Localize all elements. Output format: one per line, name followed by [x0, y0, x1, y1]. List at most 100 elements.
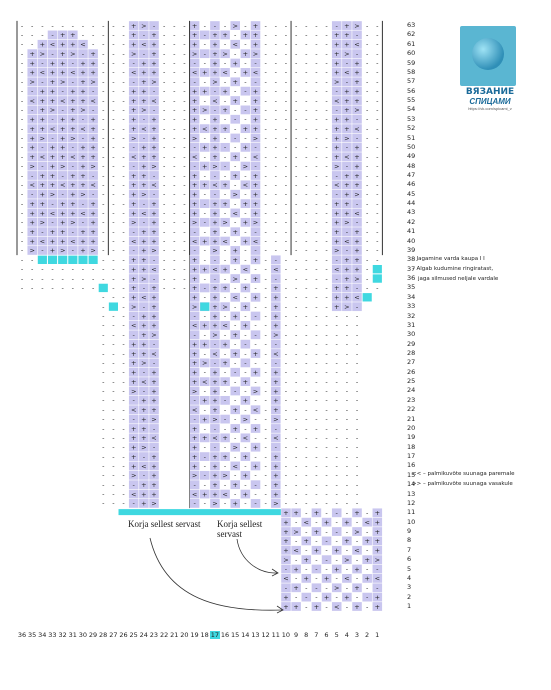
stitch-cell: [301, 592, 312, 602]
stitch-symbol: -: [163, 78, 166, 86]
stitch-symbol: -: [295, 340, 298, 348]
stitch-cell: [301, 555, 312, 565]
stitch-symbol: -: [122, 162, 125, 170]
stitch-cell: [352, 564, 362, 574]
stitch-symbol: -: [254, 322, 257, 330]
stitch-cell: [189, 292, 200, 302]
stitch-cell: [230, 114, 240, 124]
stitch-symbol: +: [141, 415, 146, 423]
stitch-symbol: -: [234, 378, 237, 386]
stitch-symbol: <: [40, 153, 45, 161]
stitch-symbol: -: [295, 472, 298, 480]
column-number: 20: [180, 631, 189, 639]
stitch-symbol: -: [254, 78, 257, 86]
stitch-symbol: +: [232, 331, 237, 339]
stitch-symbol: -: [305, 444, 308, 452]
pick-up-edge-mid: [220, 509, 281, 516]
stitch-cell: [250, 152, 261, 162]
stitch-cell: [27, 227, 37, 237]
stitch-cell: [240, 180, 251, 190]
stitch-cell: [47, 58, 58, 68]
stitch-symbol: -: [295, 575, 298, 583]
stitch-cell: [68, 236, 78, 246]
stitch-symbol: -: [356, 481, 359, 489]
stitch-symbol: <: [151, 97, 156, 105]
stitch-symbol: -: [244, 191, 247, 199]
stitch-symbol: +: [364, 537, 369, 545]
stitch-symbol: >: [80, 191, 85, 199]
stitch-cell: [352, 49, 362, 59]
row-number: 34: [407, 292, 416, 301]
stitch-symbol: -: [102, 209, 105, 217]
stitch-symbol: <: [344, 69, 349, 77]
row-number: 22: [407, 405, 416, 414]
stitch-cell: [27, 68, 37, 77]
stitch-cell: [271, 480, 281, 490]
row-number: 63: [407, 21, 416, 30]
stitch-symbol: +: [131, 106, 136, 114]
stitch-symbol: +: [90, 125, 95, 133]
stitch-cell: [281, 564, 291, 574]
stitch-cell: [240, 105, 251, 115]
stitch-cell: [210, 255, 220, 265]
stitch-symbol: -: [366, 22, 369, 30]
stitch-symbol: -: [193, 481, 196, 489]
stitch-symbol: >: [344, 50, 349, 58]
stitch-symbol: +: [344, 593, 349, 601]
stitch-symbol: -: [315, 472, 318, 480]
stitch-cell: [250, 180, 261, 190]
stitch-symbol: -: [244, 78, 247, 86]
stitch-symbol: -: [204, 294, 207, 302]
stitch-cell: [200, 433, 210, 443]
stitch-symbol: -: [305, 425, 308, 433]
stitch-cell: [210, 180, 220, 190]
stitch-symbol: +: [60, 237, 65, 245]
stitch-symbol: -: [183, 209, 186, 217]
stitch-symbol: -: [92, 172, 95, 180]
stitch-symbol: +: [151, 228, 156, 236]
stitch-symbol: +: [354, 97, 359, 105]
stitch-symbol: -: [346, 406, 349, 414]
stitch-symbol: -: [31, 265, 34, 273]
stitch-symbol: -: [224, 406, 227, 414]
stitch-symbol: +: [222, 87, 227, 95]
stitch-symbol: +: [354, 237, 359, 245]
stitch-symbol: -: [122, 284, 125, 292]
stitch-cell: [372, 555, 383, 565]
stitch-cell: [220, 433, 230, 443]
stitch-symbol: -: [305, 200, 308, 208]
stitch-symbol: +: [232, 59, 237, 67]
stitch-symbol: -: [295, 228, 298, 236]
stitch-symbol: +: [243, 378, 248, 386]
stitch-cell: [128, 274, 139, 283]
stitch-cell: [372, 527, 383, 536]
row-number: 55: [407, 96, 416, 105]
stitch-cell: [139, 124, 149, 134]
stitch-cell: [68, 49, 78, 59]
stitch-symbol: -: [356, 500, 359, 508]
stitch-cell: [139, 189, 149, 199]
stitch-symbol: -: [315, 350, 318, 358]
stitch-symbol: -: [366, 50, 369, 58]
stitch-symbol: -: [244, 256, 247, 264]
stitch-cell: [189, 133, 200, 143]
stitch-cell: [220, 68, 230, 77]
stitch-symbol: -: [183, 162, 186, 170]
stitch-symbol: -: [133, 228, 136, 236]
stitch-symbol: -: [376, 78, 379, 86]
stitch-cell: [57, 105, 68, 115]
stitch-symbol: -: [122, 294, 125, 302]
stitch-cell: [139, 58, 149, 68]
stitch-symbol: +: [212, 200, 217, 208]
stitch-cell: [88, 133, 98, 143]
stitch-symbol: +: [50, 69, 55, 77]
stitch-symbol: -: [366, 256, 369, 264]
stitch-symbol: +: [131, 200, 136, 208]
stitch-cell: [47, 124, 58, 134]
stitch-cell: [210, 161, 220, 171]
stitch-symbol: <: [334, 603, 339, 611]
stitch-symbol: -: [264, 162, 267, 170]
stitch-symbol: -: [325, 340, 328, 348]
stitch-symbol: <: [141, 41, 146, 49]
stitch-symbol: -: [366, 509, 369, 517]
